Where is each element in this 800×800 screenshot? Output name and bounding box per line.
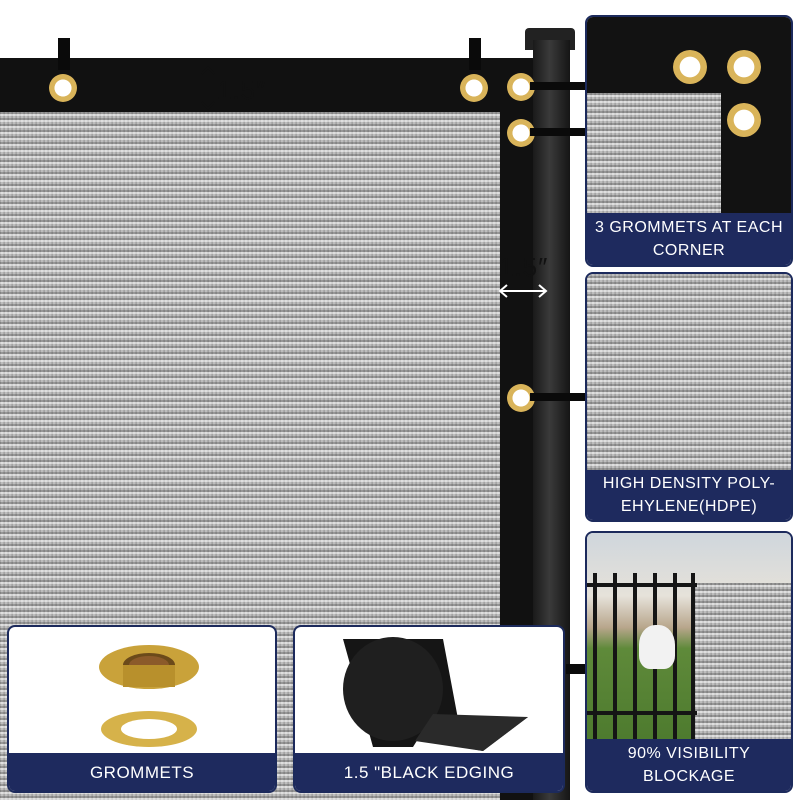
visibility-label: 90% VISIBILITY BLOCKAGE <box>587 739 791 791</box>
grommet-icon <box>727 103 761 137</box>
grommet-icon <box>727 50 761 84</box>
grommets-label: GROMMETS <box>9 753 275 791</box>
zip-tie-icon <box>469 38 481 70</box>
vertical-dimension-arrow-icon <box>201 65 215 111</box>
zip-tie-icon <box>58 38 70 70</box>
corner-closeup-mesh <box>587 93 721 217</box>
dog-icon <box>639 625 675 669</box>
zip-tie-icon <box>530 82 586 90</box>
material-card: HIGH DENSITY POLY-EHYLENE(HDPE) <box>585 272 793 522</box>
grommets-card: GROMMETS <box>7 625 277 793</box>
zip-tie-icon <box>566 664 588 674</box>
brass-grommet-icon <box>99 645 199 747</box>
top-edge-width-label: 1.5″ <box>217 75 267 105</box>
corner-grommets-label: 3 GROMMETS AT EACH CORNER <box>587 213 791 265</box>
side-edge-width-label: 1.5″ <box>499 252 549 282</box>
iron-fence-icon <box>587 573 697 743</box>
grommet-icon <box>673 50 707 84</box>
grommet-icon <box>460 74 488 102</box>
corner-grommets-card: 3 GROMMETS AT EACH CORNER <box>585 15 793 267</box>
material-closeup-mesh <box>587 274 791 472</box>
zip-tie-icon <box>530 128 586 136</box>
zip-tie-icon <box>530 393 586 401</box>
black-edging-card: 1.5 "BLACK EDGING <box>293 625 565 793</box>
edging-roll-icon <box>343 637 528 751</box>
horizontal-dimension-arrow-icon <box>498 284 548 298</box>
material-label: HIGH DENSITY POLY-EHYLENE(HDPE) <box>587 470 791 520</box>
visibility-card: 90% VISIBILITY BLOCKAGE <box>585 531 793 793</box>
black-edging-label: 1.5 "BLACK EDGING <box>295 753 563 791</box>
grommet-icon <box>49 74 77 102</box>
installed-screen-mesh <box>695 583 791 743</box>
